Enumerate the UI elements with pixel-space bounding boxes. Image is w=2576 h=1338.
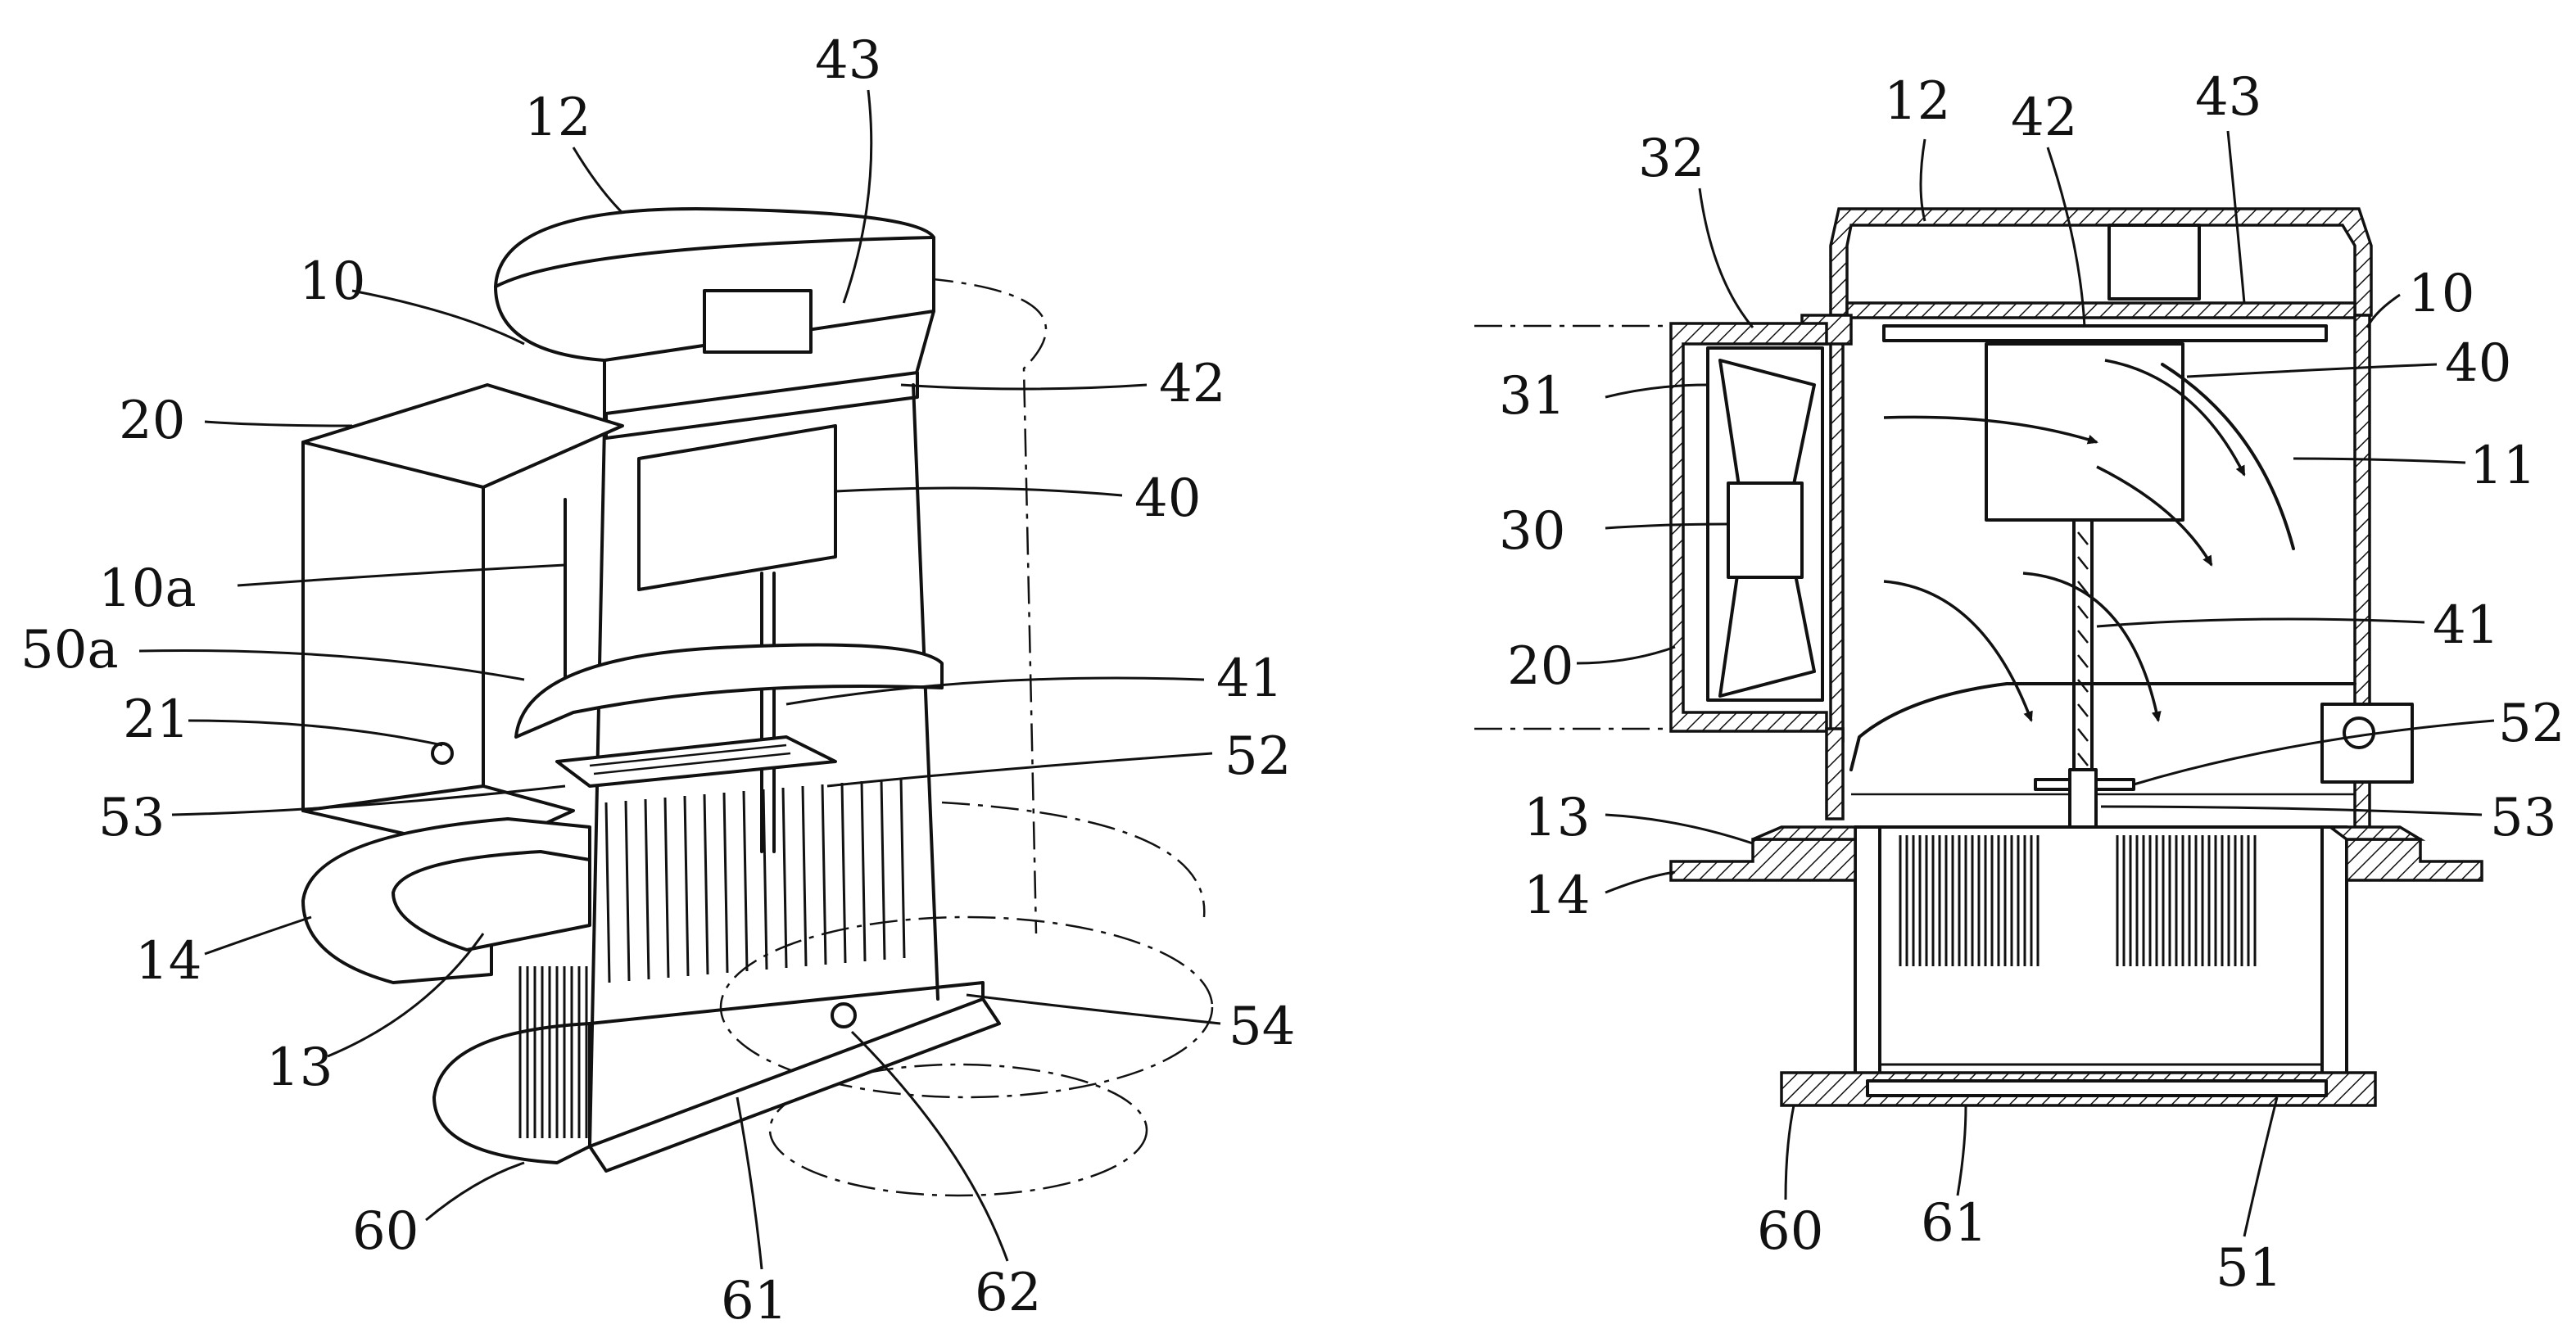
label-54: 54	[1229, 997, 1295, 1057]
sectional-view	[1474, 207, 2483, 1107]
section-motor-40	[1985, 342, 2184, 816]
fan-motor-30	[1727, 481, 1804, 579]
label-30: 30	[1499, 501, 1565, 562]
label-52: 52	[1225, 726, 1291, 787]
label-13: 13	[266, 1037, 333, 1098]
label-41: 41	[1216, 649, 1283, 709]
label-13: 13	[1523, 788, 1590, 848]
label-20: 20	[119, 391, 185, 451]
impeller-blades-section	[1880, 835, 2322, 1066]
perspective-impeller-blades	[518, 777, 906, 1138]
left-labels: 12 43 10 20 42 40 10a 50a 41 21 52 53 14…	[20, 30, 1295, 1331]
label-61: 61	[721, 1271, 787, 1331]
flange-13-14	[301, 817, 591, 984]
leader-lines	[138, 89, 2495, 1270]
label-32: 32	[1638, 129, 1705, 189]
section-flanges	[1669, 703, 2483, 882]
section-partition	[1825, 682, 2356, 820]
motor-assembly-40	[604, 371, 919, 853]
label-21: 21	[123, 689, 189, 750]
section-base-60	[1780, 1071, 2377, 1107]
label-51: 51	[2216, 1238, 2282, 1299]
label-53: 53	[2490, 788, 2556, 848]
label-42: 42	[2011, 88, 2077, 148]
label-10: 10	[2408, 264, 2474, 324]
label-53: 53	[98, 788, 165, 848]
label-31: 31	[1499, 366, 1565, 427]
label-60: 60	[1757, 1201, 1823, 1262]
label-62: 62	[975, 1263, 1041, 1323]
label-50a: 50a	[20, 620, 119, 680]
section-plate-42	[1882, 324, 2328, 342]
label-10a: 10a	[98, 558, 197, 619]
label-61: 61	[1921, 1193, 1987, 1254]
label-41: 41	[2433, 595, 2499, 656]
label-14: 14	[135, 931, 201, 992]
label-10: 10	[299, 251, 365, 312]
tray-slots	[589, 744, 791, 775]
label-20: 20	[1507, 636, 1573, 697]
label-60: 60	[352, 1201, 419, 1262]
label-12: 12	[524, 88, 591, 148]
section-hub-53	[2068, 768, 2098, 829]
section-top-cap-12	[1829, 207, 2373, 319]
label-43: 43	[2195, 67, 2261, 128]
label-42: 42	[1159, 354, 1225, 414]
label-11: 11	[2470, 436, 2536, 496]
right-labels: 32 12 42 43 10 31 40 11 30 41 20 52 13 5…	[1499, 67, 2565, 1299]
perspective-cutaway-view	[301, 207, 1214, 1197]
phantom-outline	[719, 277, 1214, 1197]
label-52: 52	[2498, 694, 2565, 754]
airflow-arrows	[1883, 359, 2246, 722]
label-14: 14	[1523, 866, 1590, 926]
air-guide-11	[2161, 363, 2295, 550]
label-12: 12	[1884, 71, 1950, 132]
label-40: 40	[2445, 333, 2511, 394]
section-impeller	[1854, 825, 2348, 1091]
partition-50a	[514, 643, 944, 788]
label-43: 43	[815, 30, 881, 91]
side-duct-20	[301, 383, 624, 853]
label-40: 40	[1134, 468, 1201, 529]
